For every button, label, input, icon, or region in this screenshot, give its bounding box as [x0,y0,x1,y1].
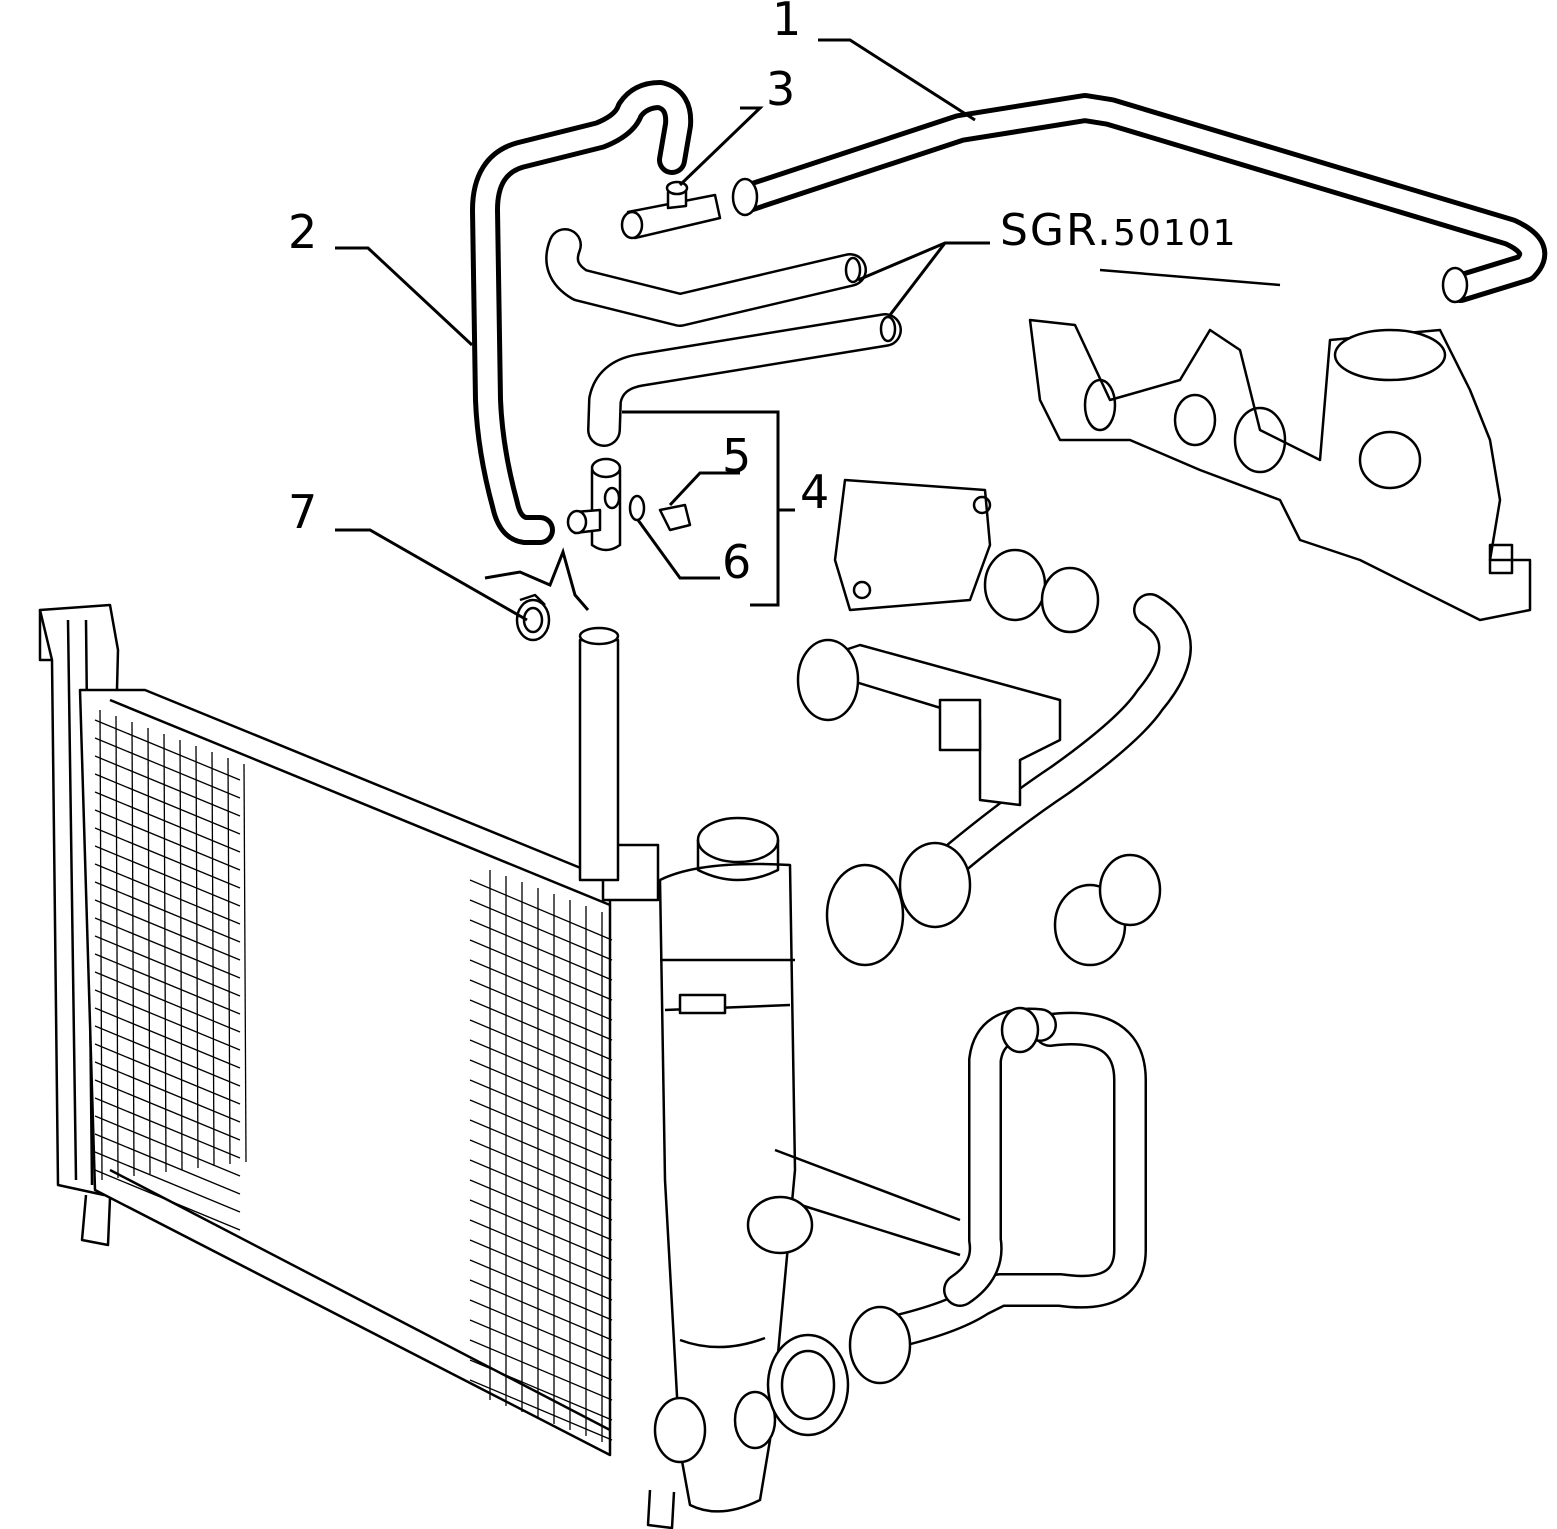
grid-line [469,1179,613,1241]
grid-line [94,1079,241,1141]
grid-line [115,715,119,1179]
callout-labels: 1 3 2 5 4 7 6 SGR.50101 [288,0,1238,589]
radiator [38,603,797,1529]
grid-line [94,1007,241,1069]
grid-line [469,1259,613,1321]
grid-line [94,899,241,961]
grid-line [469,1219,613,1281]
callout-3: 3 [766,62,795,116]
grid-line [147,727,151,1175]
hose-1 [731,93,1548,304]
grid-line [94,737,241,799]
grid-line [94,1133,241,1195]
grid-line [94,1043,241,1105]
grid-line [94,863,241,925]
intake-manifold [1028,268,1532,622]
grid-line [469,1039,613,1101]
grid-line [94,917,241,979]
callout-2: 2 [288,205,317,259]
grid-line [469,1199,613,1261]
reference-code: SGR.50101 [1000,205,1238,256]
grid-line [94,755,241,817]
callout-5: 5 [722,429,751,483]
reference-prefix: SGR. [1000,205,1113,256]
grid-line [469,1159,613,1221]
grid-line [227,757,231,1165]
grid-line [211,751,215,1167]
t-fitting-3 [620,180,722,240]
hose-sgr [545,228,902,447]
grid-line [469,1319,613,1381]
grid-line [469,1019,613,1081]
grid-line [94,1151,241,1213]
hose-2 [470,80,694,545]
grid-line [469,1339,613,1401]
lower-hoses [746,478,1192,1437]
grid-line [94,1115,241,1177]
grid-line [469,1299,613,1361]
grid-line [94,1169,241,1231]
grid-line [94,953,241,1015]
grid-line [469,1239,613,1301]
grid-line [469,999,613,1061]
grid-line [469,1079,613,1141]
grid-line [469,979,613,1041]
fitting-group-4 [566,457,692,552]
grid-line [469,1359,613,1421]
grid-line [99,709,103,1181]
grid-line [469,1379,613,1441]
callout-6: 6 [722,535,751,589]
grid-line [94,791,241,853]
callout-4: 4 [800,465,829,519]
grid-line [94,1097,241,1159]
grid-line [94,719,241,781]
grid-line [131,721,135,1177]
grid-line [94,845,241,907]
grid-line [469,879,613,941]
grid-line [469,899,613,961]
grid-line [163,733,167,1173]
leader-lines [335,38,990,622]
grid-line [469,1059,613,1121]
grid-line [469,939,613,1001]
grid-line [94,881,241,943]
grid-line [469,1099,613,1161]
radiator-core-grid [94,709,613,1442]
reference-number: 50101 [1113,213,1238,254]
grid-line [469,959,613,1021]
grid-line [94,827,241,889]
grid-line [94,1025,241,1087]
grid-line [94,1061,241,1123]
callout-1: 1 [772,0,801,46]
grid-line [469,1139,613,1201]
callout-7: 7 [288,485,317,539]
grid-line [94,971,241,1033]
grid-line [469,919,613,981]
grid-line [94,773,241,835]
grid-line [94,935,241,997]
clamp-7 [515,593,551,642]
grid-line [469,1119,613,1181]
grid-line [94,809,241,871]
grid-line [469,1279,613,1341]
grid-line [94,989,241,1051]
grid-line [243,763,247,1163]
